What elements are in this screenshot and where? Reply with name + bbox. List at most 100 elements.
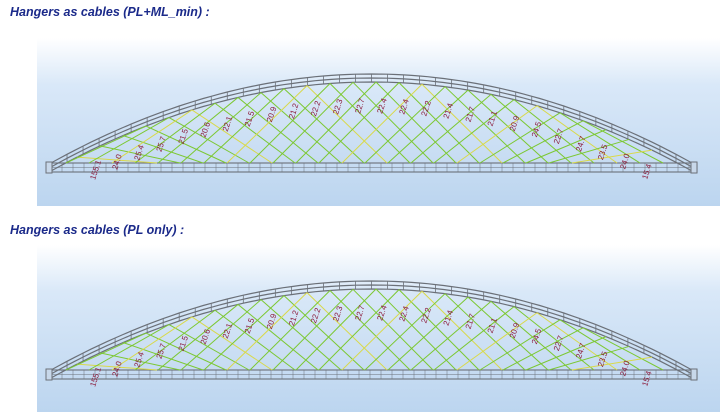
hanger-cable (421, 83, 503, 164)
hanger-cable (134, 102, 216, 164)
hanger-force-label: 21.1 (486, 109, 500, 127)
hanger-cable (548, 345, 630, 371)
hanger-cable (226, 85, 308, 164)
hanger-cable (306, 292, 388, 371)
hanger-cable (375, 81, 457, 164)
hanger-cable (502, 327, 584, 371)
hanger-cable (490, 93, 572, 164)
hanger-force-label: 23.5 (596, 350, 610, 368)
hanger-force-label: 15.4 (640, 162, 654, 180)
hanger-force-label: 21.7 (464, 105, 478, 123)
hanger-force-label: 22.4 (375, 97, 389, 115)
hanger-cable (237, 304, 319, 371)
hanger-cable (433, 99, 515, 164)
hanger-force-label: 21.1 (486, 316, 500, 334)
hanger-force-label: 20.9 (265, 105, 279, 123)
hanger-force-label: 20.6 (199, 327, 213, 345)
hanger-force-label: 22.7 (353, 97, 367, 115)
hanger-cable (571, 356, 653, 371)
hanger-cable (122, 342, 204, 371)
hanger-force-label: 21.4 (442, 309, 456, 327)
hanger-force-label: 21.2 (287, 102, 301, 120)
hanger-cable (502, 120, 584, 164)
hanger-cable (387, 296, 469, 371)
caption-pl-only: Hangers as cables (PL only) : (10, 223, 185, 237)
hanger-cable (571, 149, 653, 164)
hanger-cable (249, 83, 331, 164)
hanger-cable (341, 290, 423, 371)
left-support (45, 368, 53, 381)
hanger-cable (145, 125, 227, 164)
hanger-cable (157, 304, 239, 371)
hanger-cable (111, 316, 193, 371)
hanger-force-label: 20.6 (199, 120, 213, 138)
hanger-force-label: 22.4 (397, 97, 411, 115)
hanger-force-label: 15.4 (640, 369, 654, 387)
hanger-cable (306, 85, 388, 164)
left-support (45, 161, 53, 174)
hanger-cable (456, 105, 538, 164)
hanger-force-label: 21.5 (243, 316, 257, 334)
caption-pl-ml-min: Hangers as cables (PL+ML_min) : (10, 5, 210, 19)
hanger-force-label: 24.7 (574, 341, 588, 359)
hanger-force-label: 22.1 (221, 322, 235, 340)
hanger-force-label: 25.4 (133, 350, 147, 368)
hanger-force-label: 22.3 (331, 305, 345, 323)
hanger-cable (295, 81, 377, 164)
hanger-cable (295, 288, 377, 371)
hanger-cable (536, 312, 618, 371)
hanger-force-label: 25.4 (133, 143, 147, 161)
hanger-cable (65, 332, 147, 371)
right-support (690, 161, 698, 174)
hanger-cable (375, 288, 457, 371)
hanger-cable (433, 306, 515, 371)
hanger-cable (513, 99, 595, 164)
hanger-force-label: 22.3 (331, 98, 345, 116)
hanger-cable (525, 336, 607, 371)
hanger-cable (525, 129, 607, 164)
hanger-cable (410, 300, 492, 371)
hanger-cable (283, 295, 365, 371)
hanger-cable (398, 289, 480, 371)
hanger-cable (329, 290, 411, 371)
hanger-cable (214, 102, 296, 164)
hanger-cable (479, 112, 561, 164)
hanger-cable (456, 312, 538, 371)
hanger-cable (65, 125, 147, 164)
hanger-force-label: 24.5 (530, 327, 544, 345)
hanger-cable (398, 82, 480, 164)
hanger-force-label: 23.5 (596, 143, 610, 161)
hanger-cable (134, 309, 216, 371)
hanger-cable (582, 327, 664, 371)
hanger-cable (203, 88, 285, 164)
hanger-cable (272, 81, 354, 164)
hanger-force-label: 20.9 (508, 114, 522, 132)
hanger-cable (490, 300, 572, 371)
hanger-force-label: 20.9 (265, 312, 279, 330)
hanger-cable (548, 138, 630, 164)
hanger-force-label: 22.7 (552, 334, 566, 352)
hanger-cable (157, 97, 239, 164)
hanger-cable (272, 288, 354, 371)
hanger-cable (283, 88, 365, 164)
hanger-force-label: 24.0 (110, 153, 124, 171)
hanger-force-label: 22.1 (221, 115, 235, 133)
hanger-force-label: 22.4 (375, 304, 389, 322)
hanger-cable (214, 309, 296, 371)
hanger-cable (410, 93, 492, 164)
right-support (690, 368, 698, 381)
hanger-force-label: 24.0 (110, 360, 124, 378)
hanger-force-label: 20.9 (508, 321, 522, 339)
hanger-cable (352, 288, 434, 371)
hanger-cable (237, 97, 319, 164)
hanger-cable (421, 290, 503, 371)
hanger-cable (249, 290, 331, 371)
hanger-cable (341, 83, 423, 164)
hanger-force-label: 22.7 (552, 127, 566, 145)
hanger-cable (329, 83, 411, 164)
hanger-force-label: 22.4 (397, 304, 411, 322)
hanger-cable (226, 292, 308, 371)
